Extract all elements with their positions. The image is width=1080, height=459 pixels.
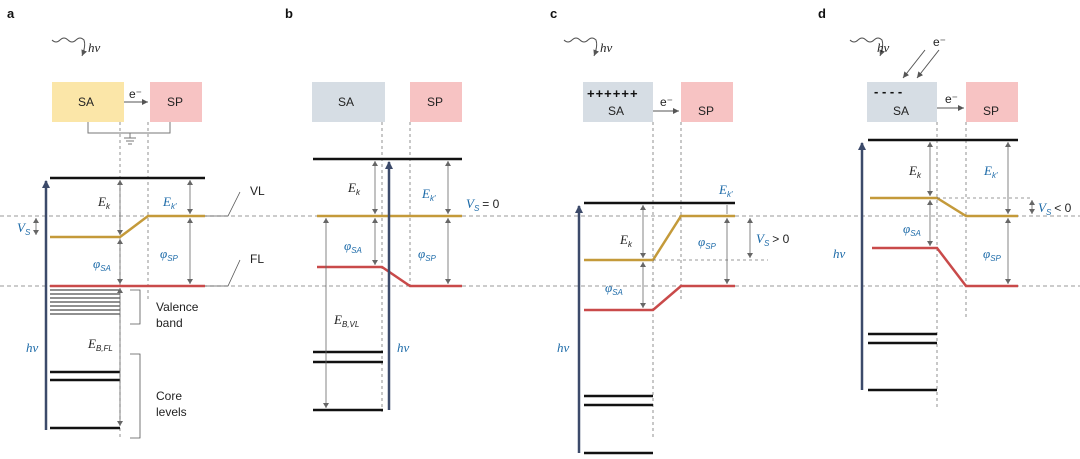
panel-d: d hv e⁻ - - - - SA SP e⁻ hv Ek Ek′ bbox=[818, 6, 1072, 410]
phi-sp-label: φSP bbox=[418, 246, 437, 263]
core-levels-label-1: Core bbox=[156, 389, 182, 403]
spectrometer-box bbox=[966, 82, 1018, 122]
eb-vl-label: EB,VL bbox=[333, 312, 359, 329]
ekprime-label: Ek′ bbox=[162, 194, 177, 211]
sample-box bbox=[52, 82, 124, 122]
photon-hv-label: hv bbox=[88, 40, 101, 55]
photon-icon bbox=[563, 37, 600, 57]
valence-band-lines bbox=[50, 289, 120, 315]
panel-c-label: c bbox=[550, 6, 557, 21]
photon-icon bbox=[849, 37, 886, 57]
photon-hv-label: hv bbox=[600, 40, 613, 55]
phi-sa-label: φSA bbox=[903, 221, 921, 238]
photon-energy-label: hv bbox=[557, 340, 570, 355]
spectrometer-label: SP bbox=[167, 95, 183, 109]
fermi-level-line bbox=[584, 284, 735, 312]
ekprime-label: Ek′ bbox=[983, 163, 998, 180]
photon-energy-label: hv bbox=[397, 340, 410, 355]
spectrometer-label: SP bbox=[427, 95, 443, 109]
vs-label: VS bbox=[17, 220, 31, 237]
electron-label: e⁻ bbox=[660, 95, 673, 109]
photon-energy-label: hv bbox=[26, 340, 39, 355]
vs-label: VS= 0 bbox=[466, 196, 500, 213]
spectrometer-box bbox=[410, 82, 462, 122]
electron-label: e⁻ bbox=[129, 87, 142, 101]
ekprime-label: Ek′ bbox=[718, 182, 733, 199]
phi-sp-label: φSP bbox=[983, 246, 1002, 263]
sample-label: SA bbox=[608, 104, 624, 118]
panel-a-label: a bbox=[7, 6, 15, 21]
sample-box bbox=[867, 82, 937, 122]
sample-box bbox=[583, 82, 653, 122]
positive-charges: ++++++ bbox=[587, 86, 639, 101]
vs-label: VS> 0 bbox=[756, 231, 790, 248]
ek-label: Ek bbox=[347, 180, 361, 197]
vacuum-level-line bbox=[870, 196, 1018, 218]
spectrometer-label: SP bbox=[983, 104, 999, 118]
phi-sp-label: φSP bbox=[160, 246, 179, 263]
fl-callout: FL bbox=[250, 252, 264, 266]
spectrometer-label: SP bbox=[698, 104, 714, 118]
spectrometer-box bbox=[681, 82, 733, 122]
ek-label: Ek bbox=[908, 163, 922, 180]
panel-b-label: b bbox=[285, 6, 293, 21]
valence-band-label-1: Valence bbox=[156, 300, 199, 314]
panel-a: a hv SA SP e⁻ bbox=[7, 6, 265, 440]
vs-label: VS< 0 bbox=[1038, 200, 1072, 217]
ek-label: Ek bbox=[97, 194, 111, 211]
negative-charges: - - - - bbox=[874, 84, 902, 99]
phi-sa-label: φSA bbox=[344, 238, 362, 255]
incoming-electron-label: e⁻ bbox=[933, 35, 946, 49]
core-levels-label-2: levels bbox=[156, 405, 187, 419]
valence-band-label-2: band bbox=[156, 316, 183, 330]
panel-d-label: d bbox=[818, 6, 826, 21]
ground-icon bbox=[124, 137, 136, 145]
ek-label: Ek bbox=[619, 232, 633, 249]
phi-sp-label: φSP bbox=[698, 234, 717, 251]
eb-fl-label: EB,FL bbox=[87, 336, 113, 353]
photon-icon bbox=[51, 37, 88, 57]
phi-sa-label: φSA bbox=[93, 256, 111, 273]
sample-label: SA bbox=[78, 95, 94, 109]
electron-label: e⁻ bbox=[945, 92, 958, 106]
spectrometer-box bbox=[150, 82, 202, 122]
fermi-level-line bbox=[317, 265, 462, 288]
panel-b: b SA SP hv Ek Ek′ φSA φSP EB,VL VS= 0 bbox=[285, 6, 500, 412]
sample-label: SA bbox=[338, 95, 354, 109]
panel-c: c hv ++++++ SA SP e⁻ hv Ek Ek′ φSA bbox=[550, 6, 790, 455]
sample-box bbox=[312, 82, 385, 122]
sample-label: SA bbox=[893, 104, 909, 118]
ekprime-label: Ek′ bbox=[421, 186, 436, 203]
phi-sa-label: φSA bbox=[605, 280, 623, 297]
photon-energy-label: hv bbox=[833, 246, 846, 261]
photon-hv-label: hv bbox=[877, 40, 890, 55]
vl-callout: VL bbox=[250, 184, 265, 198]
fermi-level-line bbox=[872, 246, 1018, 288]
vacuum-level-line bbox=[50, 214, 205, 239]
vacuum-level-line bbox=[584, 214, 735, 262]
